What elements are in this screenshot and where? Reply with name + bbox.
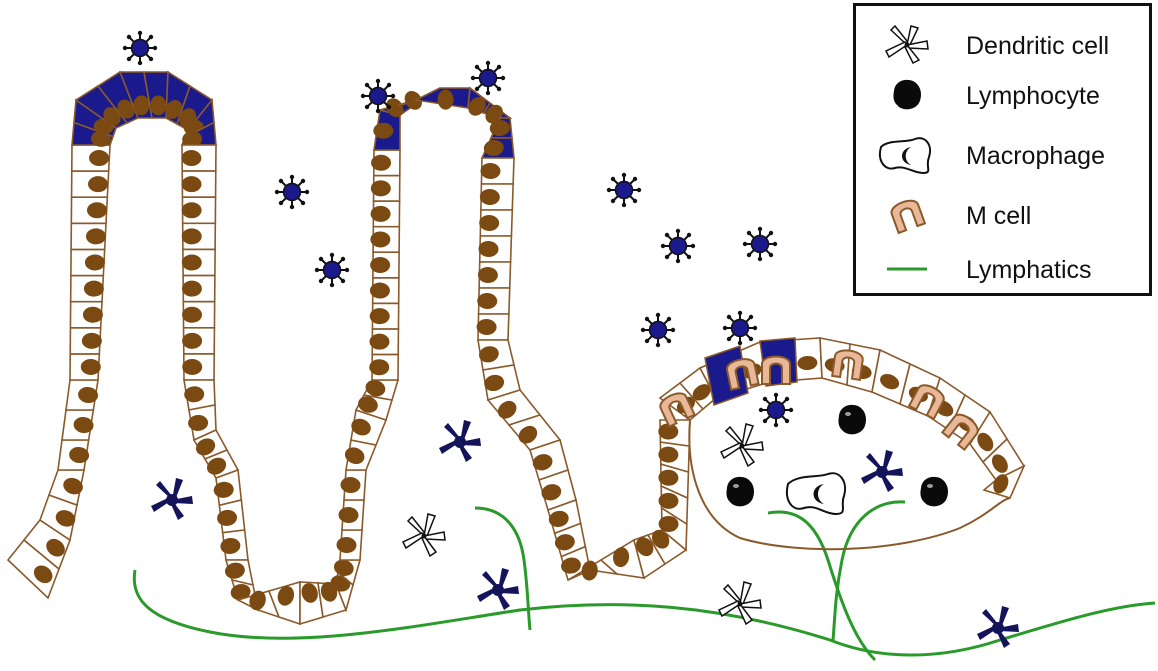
lymphocyte-icon (878, 75, 936, 115)
virus-particle (315, 253, 349, 287)
cell-nucleus (373, 123, 393, 139)
virus-particle (743, 227, 777, 261)
virus-particle (641, 313, 675, 347)
legend-label: M cell (966, 202, 1031, 231)
dendritic-cell (477, 568, 519, 610)
cell-nucleus (438, 90, 454, 110)
virus-particle (471, 61, 505, 95)
virus-particle (361, 79, 395, 113)
legend-label: Dendritic cell (966, 32, 1109, 61)
dendritic-cell (403, 514, 445, 556)
virus-particle (275, 175, 309, 209)
legend-item-m-cell: M cell (856, 190, 1149, 240)
cell-nucleus (133, 95, 149, 115)
dendritic-cell (861, 450, 903, 492)
lymphatics-line-icon (878, 249, 936, 289)
legend-label: Lymphocyte (966, 82, 1100, 111)
virus-particle (607, 173, 641, 207)
lymphocyte (838, 405, 866, 434)
macrophage-icon (878, 135, 936, 175)
legend-item-lymphatics: Lymphatics (856, 244, 1149, 294)
lymphocyte (726, 477, 754, 506)
macrophage (787, 473, 845, 514)
legend: Dendritic cell Lymphocyte Macrophage M c… (853, 3, 1152, 296)
dendritic-cell (721, 424, 763, 466)
virus-particle (723, 311, 757, 345)
legend-item-macrophage: Macrophage (856, 130, 1149, 180)
m-cell-icon (878, 195, 936, 235)
cell-nucleus (150, 95, 166, 115)
dendritic-cell-icon (878, 25, 936, 65)
legend-label: Lymphatics (966, 256, 1092, 285)
legend-item-dendritic-cell: Dendritic cell (856, 20, 1149, 70)
virus-particle (759, 393, 793, 427)
lymphocyte (920, 477, 948, 506)
dendritic-cell (439, 420, 481, 462)
legend-label: Macrophage (966, 142, 1105, 171)
legend-item-lymphocyte: Lymphocyte (856, 70, 1149, 120)
virus-particle (123, 31, 157, 65)
virus-particle (661, 229, 695, 263)
dendritic-cell (151, 478, 193, 520)
